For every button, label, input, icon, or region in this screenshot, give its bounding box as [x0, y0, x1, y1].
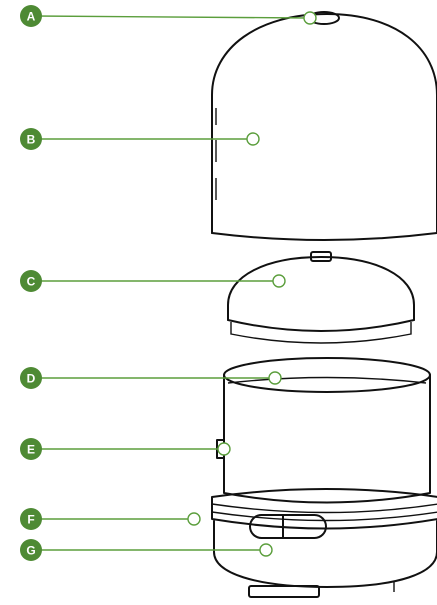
callout-c: C	[20, 270, 285, 292]
label-e: E	[27, 443, 35, 457]
outer-cover	[212, 14, 437, 240]
base	[212, 489, 437, 597]
marker-a	[304, 12, 316, 24]
marker-d	[269, 372, 281, 384]
callout-d: D	[20, 367, 281, 389]
marker-c	[273, 275, 285, 287]
label-b: B	[27, 133, 36, 147]
marker-f	[188, 513, 200, 525]
callout-f: F	[20, 508, 200, 530]
label-f: F	[27, 513, 34, 527]
label-d: D	[27, 372, 36, 386]
label-a: A	[27, 10, 36, 24]
callout-e: E	[20, 438, 230, 460]
callout-g: G	[20, 539, 272, 561]
label-g: G	[26, 544, 35, 558]
inner-cover	[228, 252, 414, 343]
marker-b	[247, 133, 259, 145]
water-tank	[217, 358, 430, 503]
callout-a: A	[20, 5, 316, 27]
marker-g	[260, 544, 272, 556]
label-c: C	[27, 275, 36, 289]
callout-b: B	[20, 128, 259, 150]
marker-e	[218, 443, 230, 455]
